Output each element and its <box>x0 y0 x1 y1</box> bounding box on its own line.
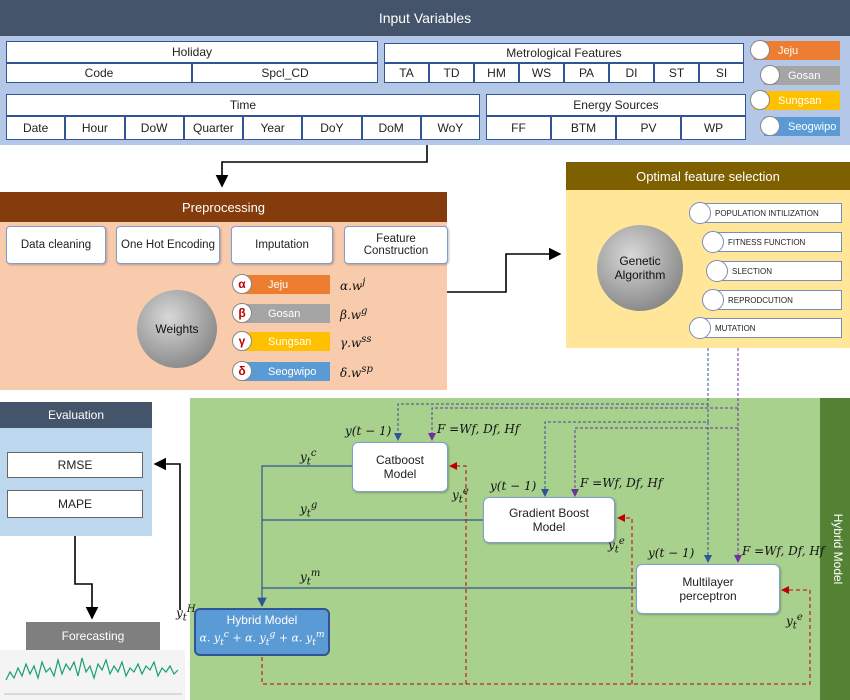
mlp-f-eq: F =Wf, Df, Hf <box>742 544 825 558</box>
region-dot-1 <box>760 65 780 85</box>
metrological-header: Metrological Features <box>384 43 744 63</box>
prep-step-2: Imputation <box>231 226 333 264</box>
gradient-boost-model-box: Gradient Boost Model <box>483 497 615 543</box>
energy-header: Energy Sources <box>486 94 746 116</box>
mlp-error-label: yte <box>786 612 803 632</box>
holiday-code: Code <box>6 63 192 83</box>
energy-2: PV <box>616 116 681 140</box>
catboost-model-box: Catboost Model <box>352 442 448 492</box>
metrological-3: WS <box>519 63 564 83</box>
metric-rmse: RMSE <box>7 452 143 478</box>
catboost-error-label: yte <box>452 486 469 506</box>
weight-seogwipo: Seogwipo <box>244 362 330 381</box>
metric-mape: MAPE <box>7 490 143 518</box>
hybrid-model-result-box: Hybrid Model α. ytc + α. ytg + α. ytm <box>194 608 330 656</box>
hybrid-model-result-title: Hybrid Model <box>226 613 298 627</box>
holiday-spcl: Spcl_CD <box>192 63 378 83</box>
prep-step-3: Feature Construction <box>344 226 448 264</box>
mlp-output-label: ytm <box>300 568 321 588</box>
region-sungsan: Sungsan <box>754 91 840 110</box>
weight-formula-2: γ.wss <box>340 334 372 350</box>
ga-step-dot-2 <box>706 260 728 282</box>
region-jeju: Jeju <box>754 41 840 60</box>
region-gosan: Gosan <box>764 66 840 85</box>
hybrid-output-label: ytH <box>176 604 196 624</box>
catboost-output-label: ytc <box>300 448 317 468</box>
gradient-f-eq: F =Wf, Df, Hf <box>580 476 663 490</box>
ga-step-dot-0 <box>689 202 711 224</box>
time-7: WoY <box>420 116 480 140</box>
energy-3: WP <box>681 116 746 140</box>
mlp-y-prev: y(t − 1) <box>648 546 695 560</box>
time-5: DoY <box>302 116 362 140</box>
forecast-chart-thumbnail <box>0 650 185 700</box>
multilayer-perceptron-box: Multilayer perceptron <box>636 564 780 614</box>
weight-sungsan: Sungsan <box>244 332 330 351</box>
hybrid-side-bar <box>820 398 850 700</box>
metrological-1: TD <box>429 63 474 83</box>
hybrid-model-formula: α. ytc + α. ytg + α. ytm <box>199 629 325 648</box>
time-3: Quarter <box>183 116 243 140</box>
ga-step-dot-3 <box>702 289 724 311</box>
metrological-6: ST <box>654 63 699 83</box>
energy-0: FF <box>486 116 551 140</box>
metrological-5: DI <box>609 63 654 83</box>
gradient-output-label: ytg <box>300 500 318 520</box>
time-6: DoM <box>361 116 421 140</box>
metrological-4: PA <box>564 63 609 83</box>
preprocessing-panel <box>0 192 447 390</box>
weight-symbol-1: β <box>232 303 252 323</box>
genetic-algorithm-circle: Genetic Algorithm <box>597 225 683 311</box>
time-header: Time <box>6 94 480 116</box>
preprocessing-title: Preprocessing <box>0 192 447 222</box>
ga-step-0: POPULATION INTILIZATION <box>700 203 842 223</box>
weight-formula-0: α.wj <box>340 277 366 293</box>
metrological-7: SI <box>699 63 744 83</box>
region-dot-0 <box>750 40 770 60</box>
time-0: Date <box>6 116 66 140</box>
region-dot-2 <box>750 90 770 110</box>
region-seogwipo: Seogwipo <box>764 117 840 136</box>
input-variables-title: Input Variables <box>0 0 850 36</box>
catboost-y-prev: y(t − 1) <box>345 424 392 438</box>
weights-circle: Weights <box>137 290 217 368</box>
ga-step-dot-1 <box>702 231 724 253</box>
evaluation-title: Evaluation <box>0 402 152 428</box>
gradient-y-prev: y(t − 1) <box>490 479 537 493</box>
gradient-error-label: yte <box>608 536 625 556</box>
time-1: Hour <box>65 116 125 140</box>
weight-formula-1: β.wg <box>340 306 368 322</box>
energy-1: BTM <box>551 116 616 140</box>
weight-symbol-3: δ <box>232 361 252 381</box>
metrological-0: TA <box>384 63 429 83</box>
weight-formula-3: δ.wsp <box>340 364 373 380</box>
weight-symbol-2: γ <box>232 331 252 351</box>
prep-step-0: Data cleaning <box>6 226 106 264</box>
time-2: DoW <box>124 116 184 140</box>
feature-selection-title: Optimal feature selection <box>566 162 850 190</box>
weight-symbol-0: α <box>232 274 252 294</box>
weight-jeju: Jeju <box>244 275 330 294</box>
weight-gosan: Gosan <box>244 304 330 323</box>
metrological-2: HM <box>474 63 519 83</box>
ga-step-2: SLECTION <box>717 261 842 281</box>
ga-step-dot-4 <box>689 317 711 339</box>
holiday-header: Holiday <box>6 41 378 63</box>
time-4: Year <box>243 116 303 140</box>
region-dot-3 <box>760 116 780 136</box>
forecasting-title: Forecasting <box>26 622 160 650</box>
catboost-f-eq: F =Wf, Df, Hf <box>437 422 520 436</box>
prep-step-1: One Hot Encoding <box>116 226 220 264</box>
